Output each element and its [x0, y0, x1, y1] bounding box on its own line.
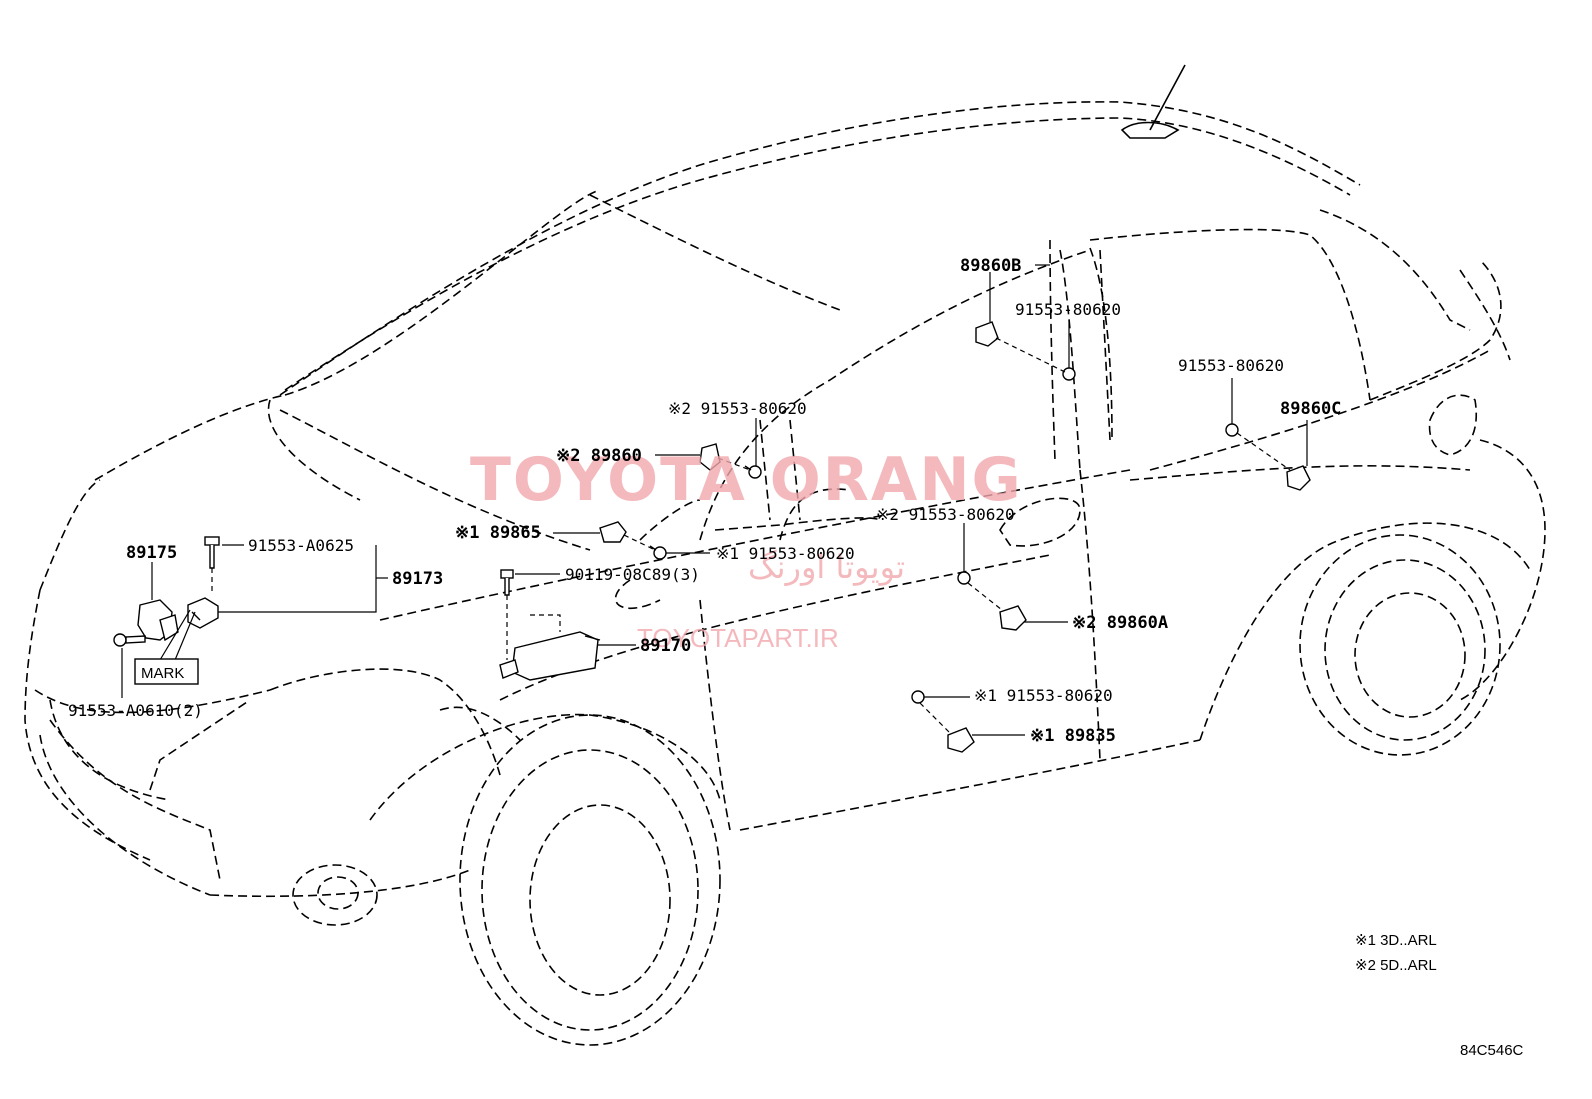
legend: ※1 3D..ARL ※2 5D..ARL — [1355, 932, 1437, 974]
callout-91553-A0625: 91553-A0625 — [248, 536, 354, 555]
watermark: TOYOTA ORANG تویوتا اورنگ TOYOTAPART.IR — [470, 445, 1023, 653]
part-89835-sensor — [947, 727, 975, 753]
bolt-89860B-screw — [1062, 367, 1076, 381]
watermark-brand: TOYOTA ORANG — [470, 445, 1023, 515]
bolt-89860A-screw — [957, 571, 971, 585]
callout-89860B: 89860B — [960, 256, 1021, 276]
callout-89170: 89170 — [640, 636, 691, 656]
watermark-persian: تویوتا اورنگ — [748, 548, 905, 586]
bolt-91553-A0625 — [204, 536, 220, 569]
callout-90119-08C89: 90119-08C89(3) — [565, 565, 700, 584]
legend-item-2: ※2 5D..ARL — [1355, 957, 1437, 974]
callout-89860: ※2 89860 — [556, 446, 642, 466]
bolt-89835-screw — [911, 690, 925, 704]
bolt-89860-screw — [744, 465, 762, 479]
callout-89173: 89173 — [392, 569, 443, 589]
callout-91553-80620-C: 91553-80620 — [1178, 356, 1284, 375]
callout-89835: ※1 89835 — [1030, 726, 1116, 746]
part-89860C-sensor — [1286, 465, 1311, 491]
bolt-91553-A0610 — [113, 633, 146, 647]
part-89860A-sensor — [999, 605, 1027, 631]
callout-89860C: 89860C — [1280, 399, 1341, 419]
car-body-outline — [24, 64, 1546, 1046]
part-89175-bracket — [137, 599, 179, 642]
bolt-89865-screw — [649, 545, 667, 560]
watermark-url: TOYOTAPART.IR — [637, 623, 839, 653]
bolt-90119-08C89 — [500, 569, 514, 596]
part-89173-sensor — [187, 597, 219, 629]
part-89860-sensor — [699, 443, 721, 471]
legend-item-1: ※1 3D..ARL — [1355, 932, 1437, 949]
diagram-code: 84C546C — [1460, 1042, 1524, 1059]
callout-91553-80620-mid: ※2 91553-80620 — [876, 505, 1015, 524]
mark-label-box — [134, 658, 199, 685]
callout-91553-80620-B: 91553-80620 — [1015, 300, 1121, 319]
callout-91553-80620-lower: ※1 91553-80620 — [974, 686, 1113, 705]
mark-label: MARK — [141, 665, 184, 682]
callout-91553-A0610: 91553-A0610(2) — [68, 701, 203, 720]
bolt-89860C-screw — [1225, 423, 1239, 437]
part-89865-sensor — [599, 521, 627, 543]
callout-91553-80620-top: ※2 91553-80620 — [668, 399, 807, 418]
part-89860B-sensor — [975, 321, 999, 347]
callout-89865: ※1 89865 — [455, 523, 541, 543]
callout-labels: 89175 91553-A0625 89173 MARK 91553-A0610… — [68, 256, 1341, 746]
callout-89175: 89175 — [126, 543, 177, 563]
callout-91553-80620-89865: ※1 91553-80620 — [716, 544, 855, 563]
callout-89860A: ※2 89860A — [1072, 613, 1168, 633]
leader-lines — [121, 264, 1308, 736]
part-89170-ecu — [499, 631, 601, 681]
